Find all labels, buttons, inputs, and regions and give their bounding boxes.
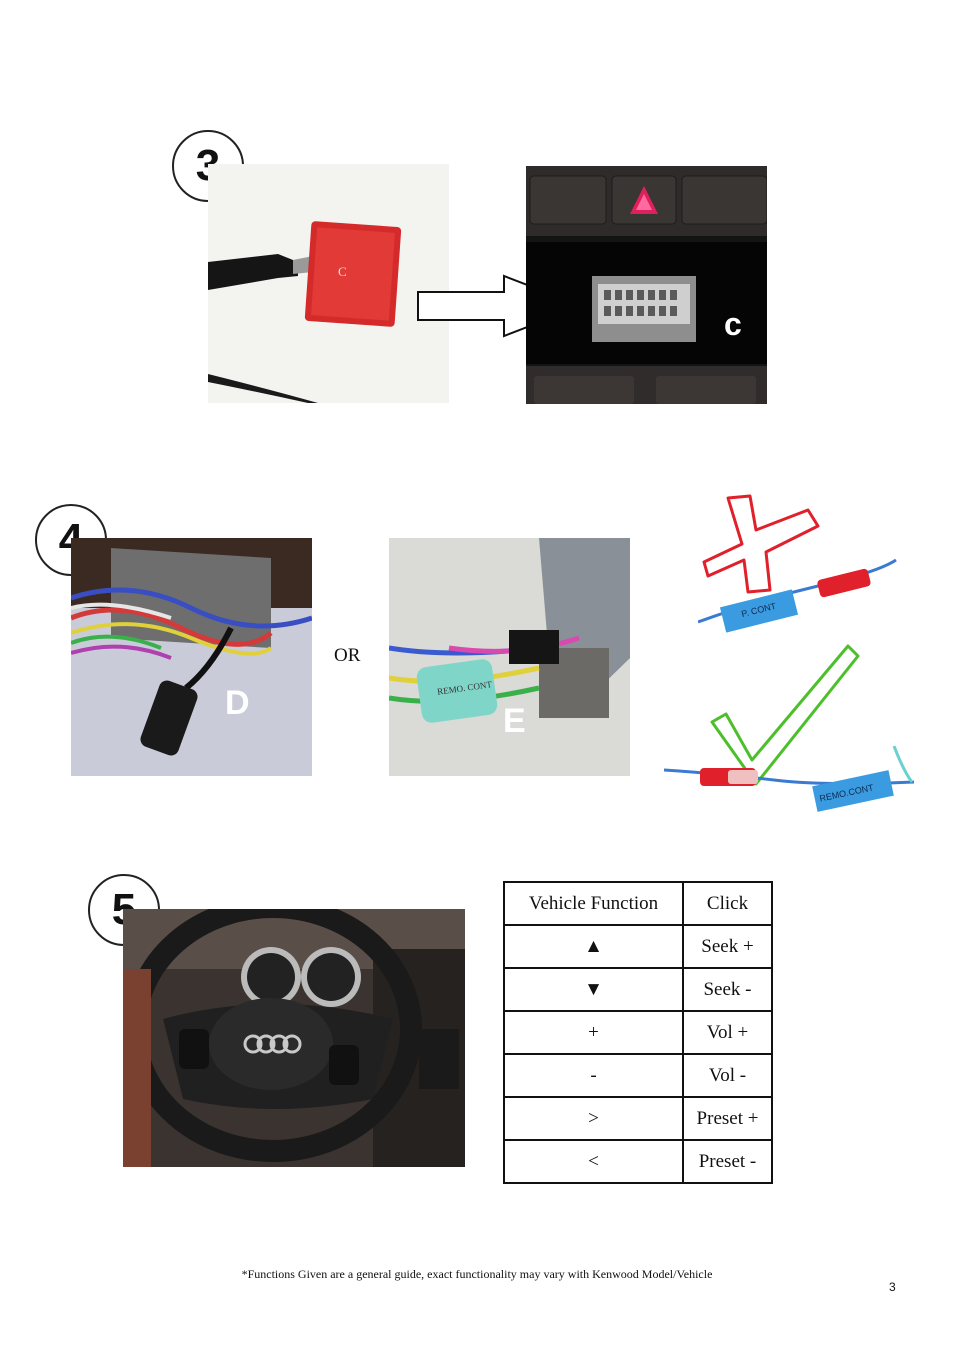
correct-check-icon — [664, 644, 914, 812]
connector-c-label: C — [338, 264, 347, 279]
header-vehicle-function: Vehicle Function — [503, 881, 684, 926]
steering-wheel-photo — [123, 909, 465, 1167]
table-cell-click: Vol + — [682, 1010, 773, 1055]
table-cell-function: > — [503, 1096, 684, 1141]
table-cell-click: Vol - — [682, 1053, 773, 1098]
table-row: > Preset + — [503, 1096, 773, 1141]
table-cell-click: Preset + — [682, 1096, 773, 1141]
photo-d-label: D — [225, 684, 250, 722]
table-cell-function: < — [503, 1139, 684, 1184]
header-click: Click — [682, 881, 773, 926]
table-row: + Vol + — [503, 1010, 773, 1055]
table-row: ▼ Seek - — [503, 967, 773, 1012]
table-cell-function: ▲ — [503, 924, 684, 969]
function-table: Vehicle Function Click ▲ Seek + ▼ Seek -… — [503, 881, 773, 1184]
table-row: - Vol - — [503, 1053, 773, 1098]
remote-wire-photo-e: REMO. CONT E — [389, 538, 630, 776]
table-cell-click: Seek - — [682, 967, 773, 1012]
table-cell-function: ▼ — [503, 967, 684, 1012]
table-cell-click: Preset - — [682, 1139, 773, 1184]
connector-c-photo: C — [208, 164, 449, 403]
table-row: < Preset - — [503, 1139, 773, 1184]
photo-e-label: E — [503, 702, 526, 740]
wrong-cross-icon — [698, 494, 897, 633]
table-cell-click: Seek + — [682, 924, 773, 969]
table-cell-function: - — [503, 1053, 684, 1098]
head-unit-wiring-photo-d: D — [71, 538, 312, 776]
table-cell-function: + — [503, 1010, 684, 1055]
footnote: *Functions Given are a general guide, ex… — [241, 1267, 713, 1281]
or-text: OR — [334, 645, 361, 666]
socket-c-label: c — [724, 306, 742, 342]
table-row: ▲ Seek + — [503, 924, 773, 969]
page-number: 3 — [889, 1280, 896, 1294]
dash-socket-photo: c — [526, 166, 767, 404]
table-header-row: Vehicle Function Click — [503, 881, 773, 926]
